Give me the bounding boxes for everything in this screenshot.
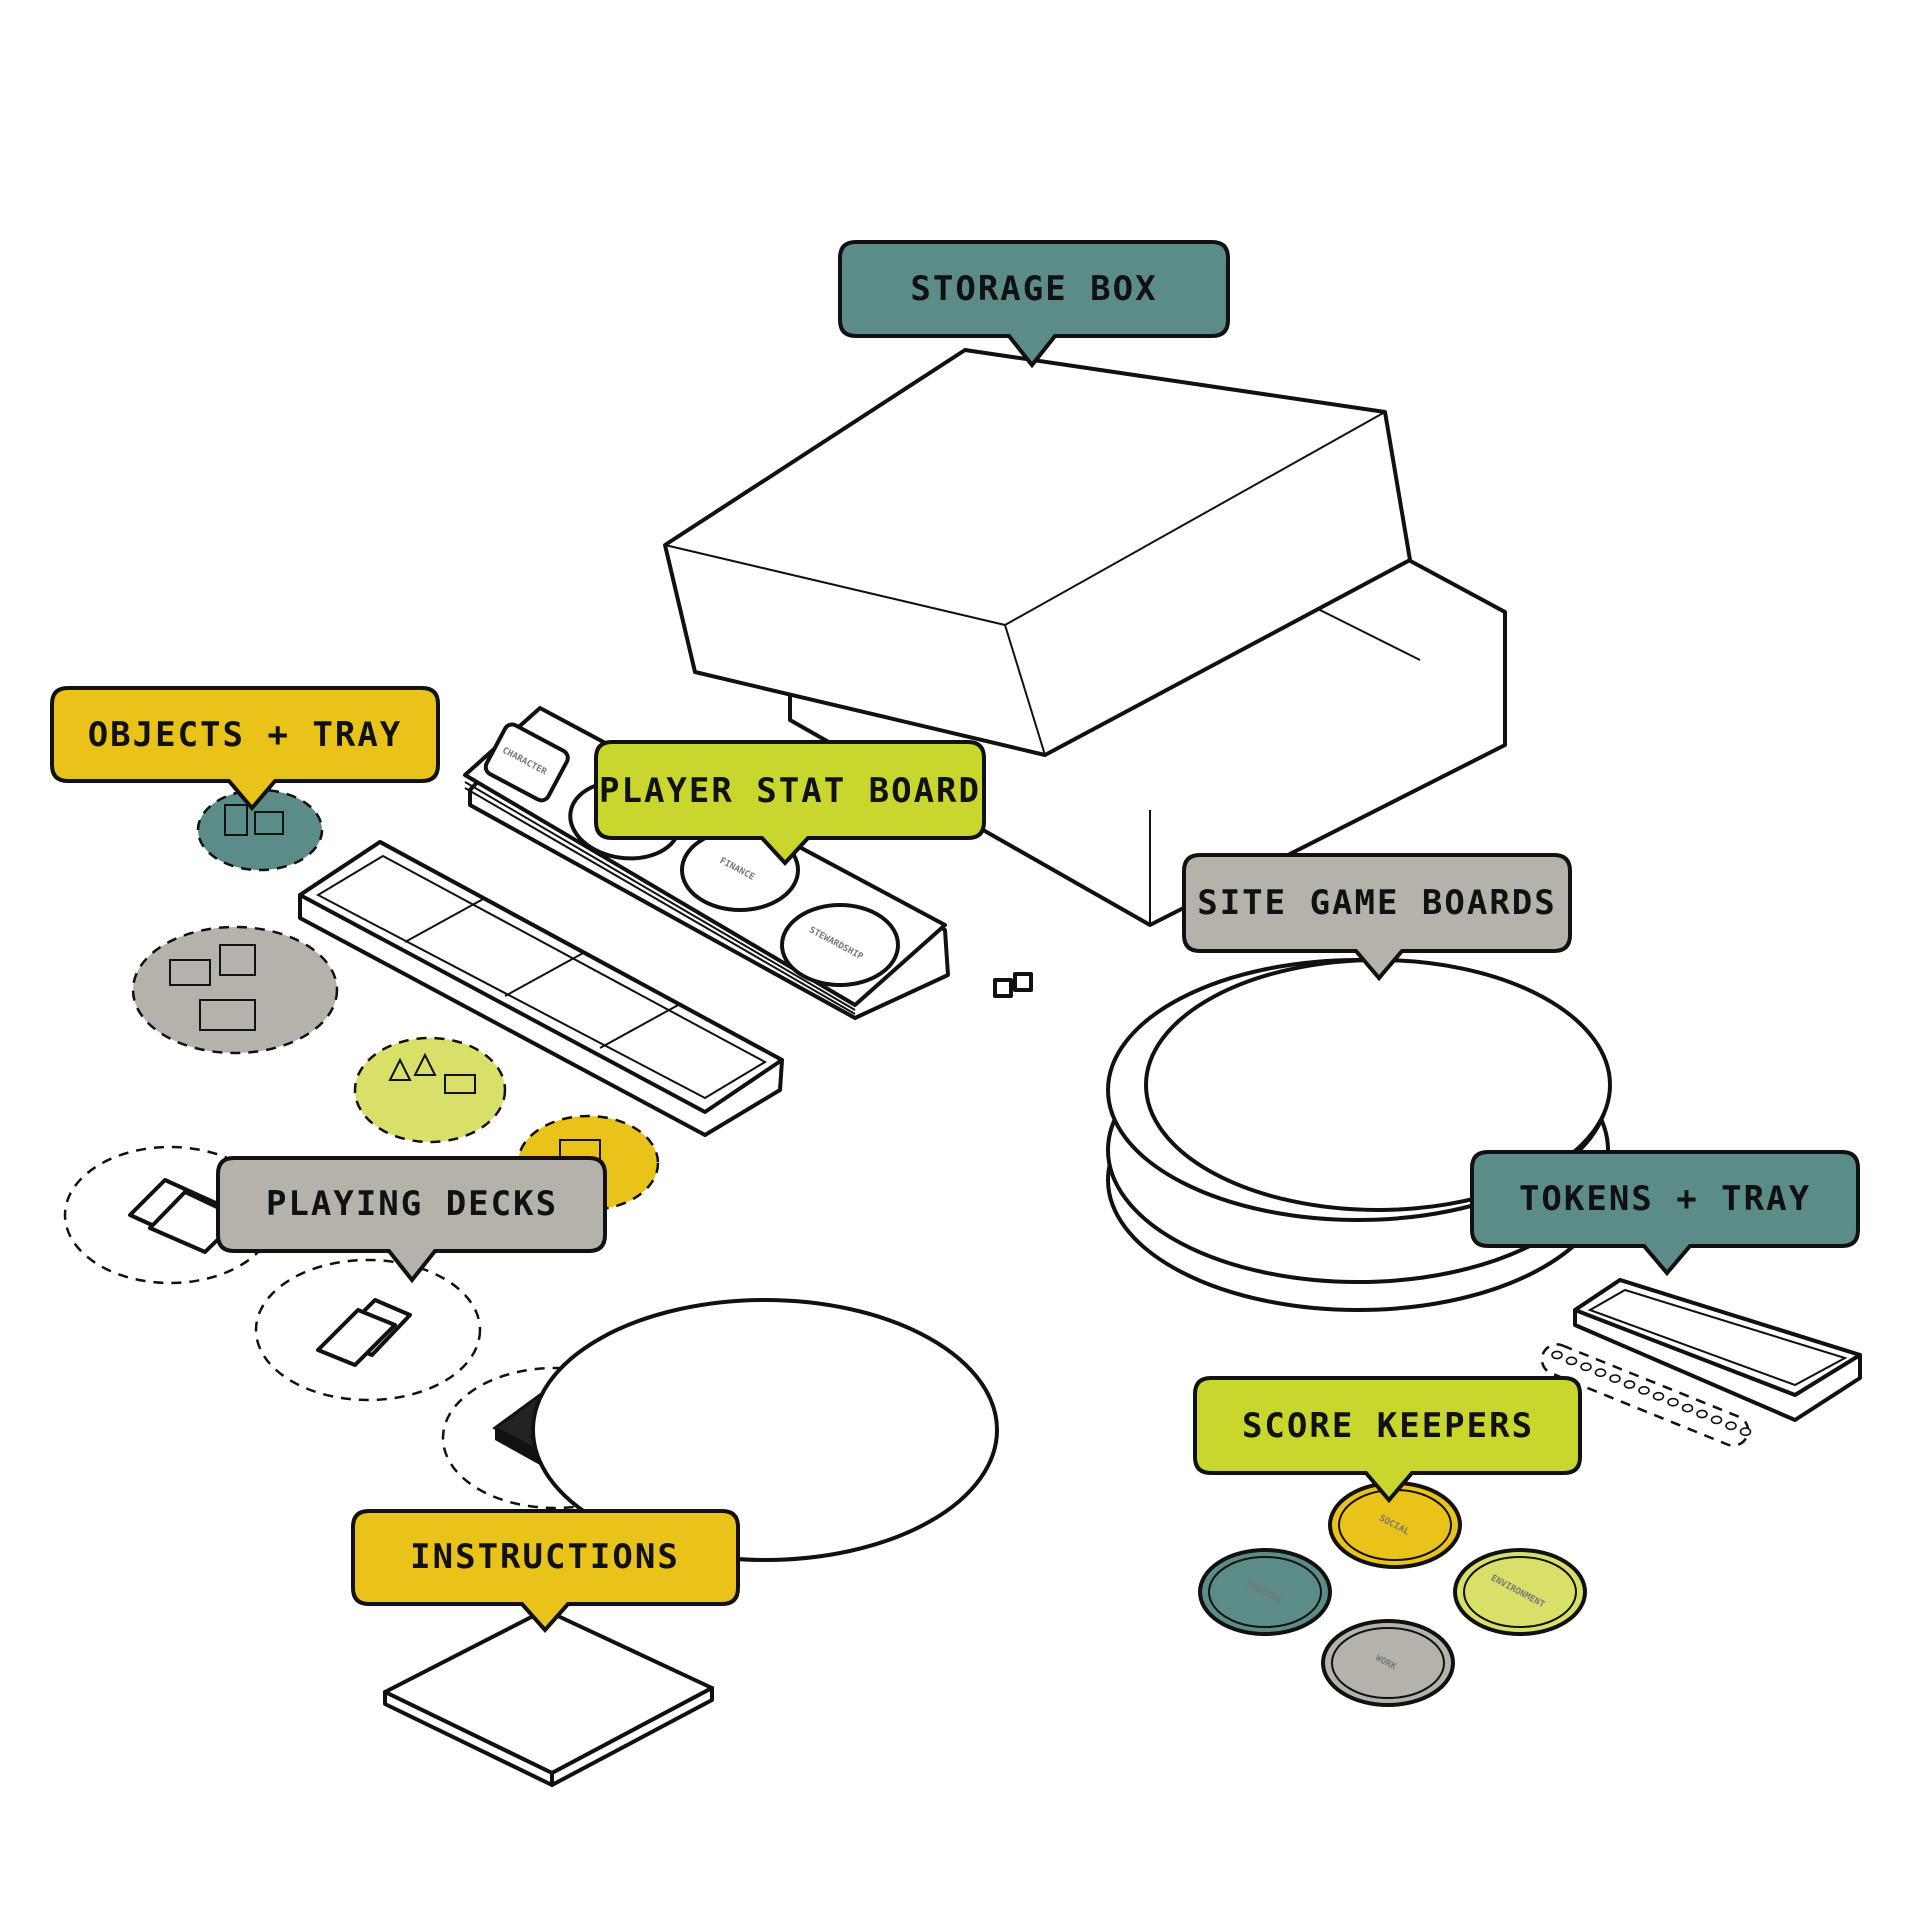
token-piece [1623, 1380, 1636, 1389]
token-piece [1739, 1427, 1752, 1437]
token-row [1551, 1350, 1752, 1437]
token-piece [1638, 1386, 1650, 1395]
token-piece [1667, 1397, 1679, 1407]
token-piece [1725, 1421, 1737, 1431]
label-objects-tray: OBJECTS + TRAY [88, 715, 403, 755]
token-piece [1551, 1350, 1563, 1360]
token-piece [1609, 1374, 1621, 1383]
dice-icon [993, 972, 1033, 998]
object-set-teal [196, 788, 324, 872]
instructions-sheet [383, 1608, 714, 1787]
label-score-keepers: SCORE KEEPERS [1242, 1406, 1534, 1446]
callout-score-keepers: SCORE KEEPERS [1193, 1376, 1582, 1504]
label-instructions: INSTRUCTIONS [410, 1537, 680, 1577]
score-keeper-work: WORK [1321, 1619, 1455, 1707]
objects-tray [298, 840, 784, 1137]
callout-tokens-tray: TOKENS + TRAY [1470, 1150, 1860, 1277]
label-tokens-tray: TOKENS + TRAY [1519, 1179, 1811, 1219]
callout-instructions: INSTRUCTIONS [351, 1509, 740, 1634]
label-storage-box: STORAGE BOX [910, 269, 1157, 309]
tokens-tray [1540, 1278, 1862, 1447]
label-site-game-boards: SITE GAME BOARDS [1197, 883, 1557, 923]
object-set-gray [131, 925, 339, 1055]
token-piece [1652, 1391, 1665, 1401]
label-playing-decks: PLAYING DECKS [266, 1184, 558, 1224]
score-keeper-housing: HOUSING [1198, 1548, 1332, 1636]
player-stat-board: CHARACTER FINANCE STEWARDSHIP [463, 706, 950, 1020]
label-player-stat-board: PLAYER STAT BOARD [599, 771, 981, 811]
callout-storage-box: STORAGE BOX [838, 240, 1230, 369]
score-keeper-environment: ENVIRONMENT [1453, 1548, 1587, 1636]
score-keepers: SOCIAL HOUSING ENVIRONMENT WORK [1198, 1481, 1587, 1707]
token-piece [1710, 1415, 1723, 1425]
object-set-lime [353, 1036, 507, 1144]
callout-player-stat-board: PLAYER STAT BOARD [594, 740, 986, 866]
callout-objects-tray: OBJECTS + TRAY [50, 686, 440, 812]
token-piece [1594, 1368, 1607, 1378]
storage-box [663, 348, 1507, 927]
token-piece [1580, 1362, 1592, 1372]
callout-site-game-boards: SITE GAME BOARDS [1182, 853, 1572, 982]
callout-playing-decks: PLAYING DECKS [216, 1156, 607, 1284]
token-piece [1681, 1403, 1694, 1413]
token-piece [1696, 1409, 1708, 1419]
token-piece [1565, 1356, 1578, 1366]
